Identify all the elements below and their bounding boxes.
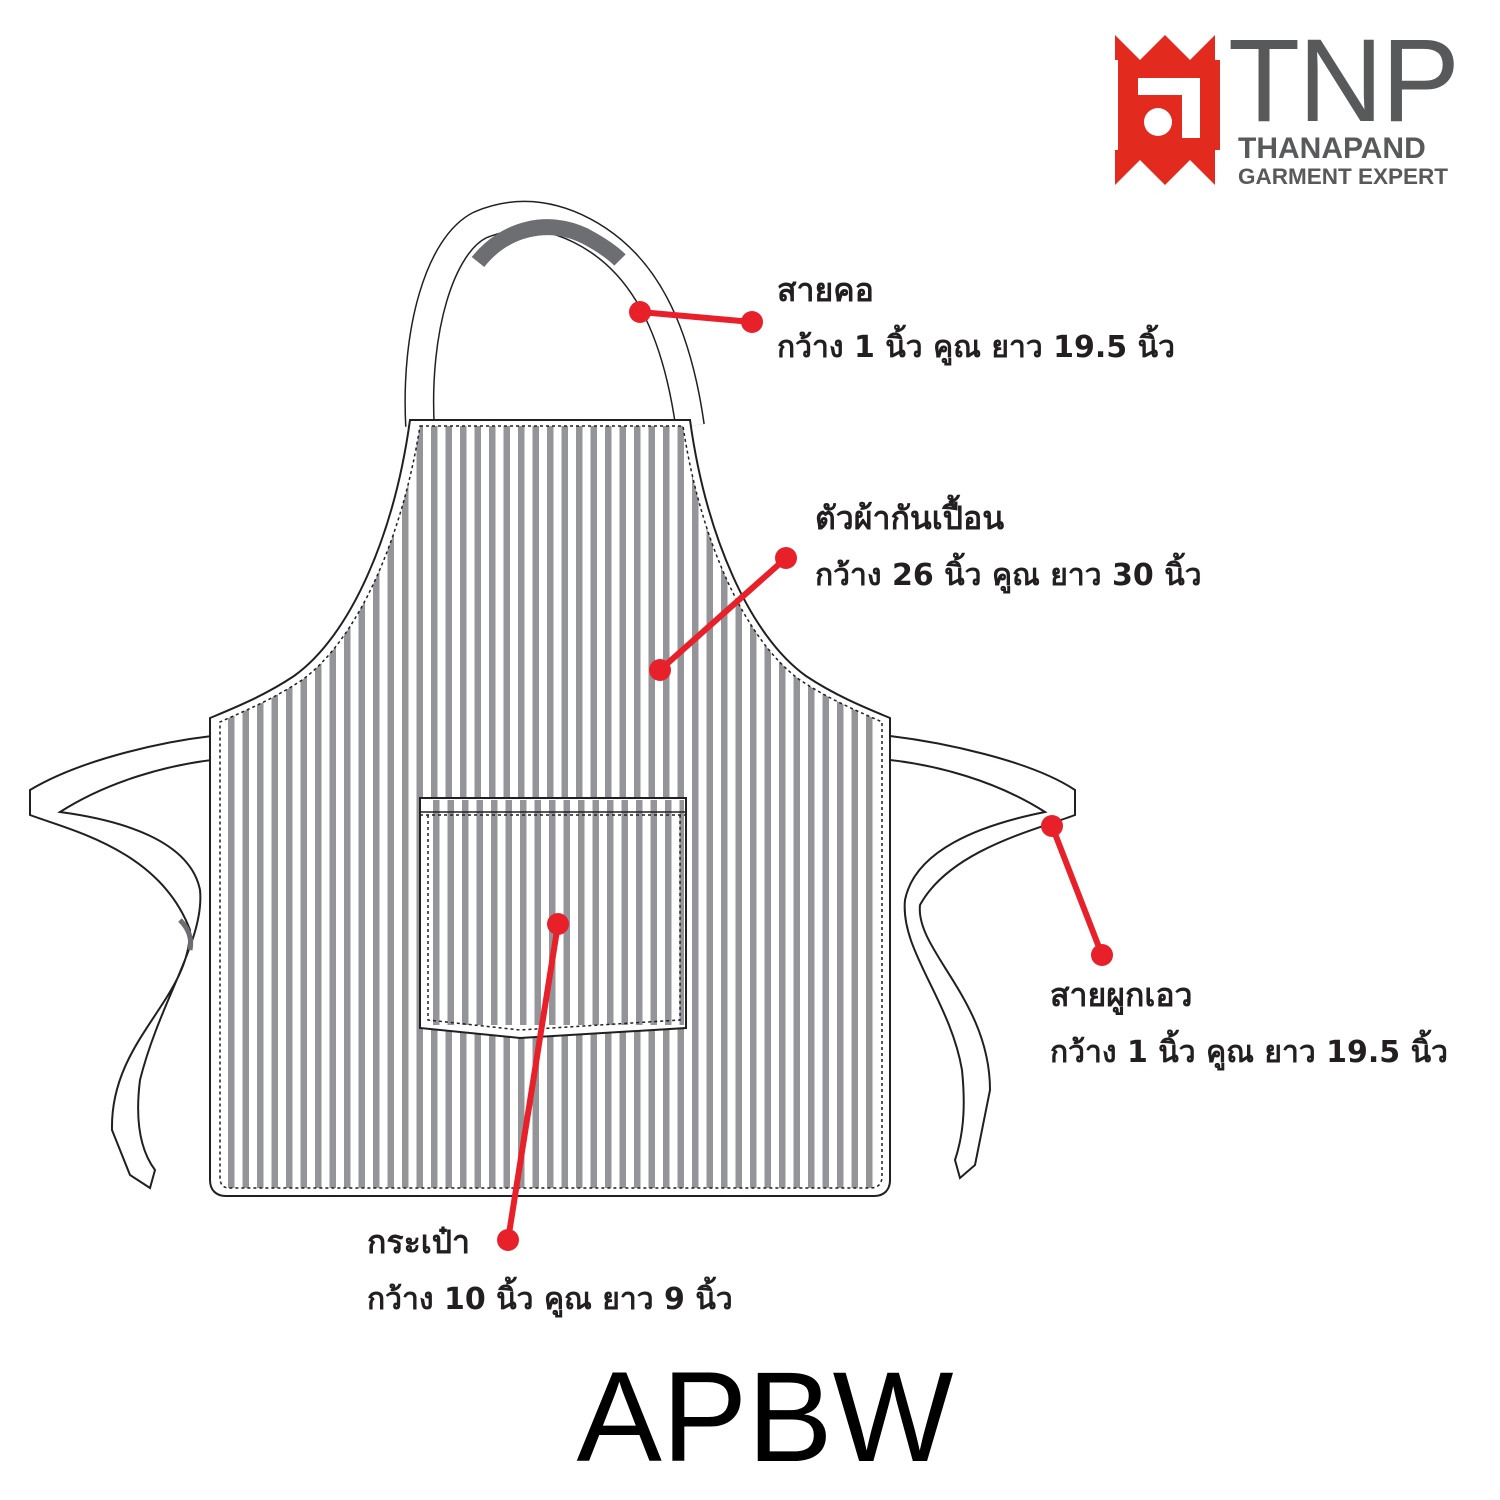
fabric-stripe: [373, 426, 380, 1188]
part-dimensions: กว้าง 26 นิ้ว คูณ ยาว 30 นิ้ว: [815, 558, 1202, 593]
fabric-stripe: [242, 426, 249, 1188]
fabric-stripe: [387, 426, 394, 1188]
fabric-stripe: [679, 800, 684, 1025]
part-name: กระเป๋า: [367, 1223, 470, 1261]
fabric-stripe: [779, 426, 786, 1188]
fabric-stripe: [721, 426, 728, 1188]
fabric-stripe: [549, 800, 556, 1025]
fabric-stripe: [650, 800, 657, 1025]
part-dimensions: กว้าง 1 นิ้ว คูณ ยาว 19.5 นิ้ว: [1050, 1035, 1448, 1070]
part-name: สายคอ: [777, 271, 874, 309]
fabric-stripe: [706, 426, 713, 1188]
label-waist-tie: สายผูกเอว กว้าง 1 นิ้ว คูณ ยาว 19.5 นิ้ว: [1050, 975, 1448, 1073]
fabric-stripe: [750, 426, 757, 1188]
fabric-stripe: [822, 426, 829, 1188]
fabric-stripe: [735, 426, 742, 1188]
fabric-stripe: [520, 800, 527, 1025]
fabric-stripe: [592, 800, 599, 1025]
part-dimensions: กว้าง 10 นิ้ว คูณ ยาว 9 นิ้ว: [367, 1282, 733, 1317]
model-code: APBW: [576, 1346, 954, 1489]
waist-tie-left-drawing: [29, 734, 213, 1190]
fabric-stripe: [433, 800, 440, 1025]
fabric-stripe: [476, 800, 483, 1025]
fabric-stripe: [491, 800, 498, 1025]
fabric-stripe: [793, 426, 800, 1188]
fabric-stripe: [402, 426, 409, 1188]
fabric-stripe: [665, 800, 672, 1025]
fabric-stripe: [636, 800, 643, 1025]
logo-line-2: GARMENT EXPERT: [1238, 164, 1449, 189]
fabric-stripe: [286, 426, 293, 1188]
fabric-stripe: [271, 426, 278, 1188]
waist-tie-right-drawing: [889, 734, 1076, 1180]
fabric-stripe: [851, 426, 858, 1188]
fabric-stripe: [692, 426, 699, 1188]
fabric-stripe: [329, 426, 336, 1188]
fabric-stripe: [808, 426, 815, 1188]
fabric-stripe: [764, 426, 771, 1188]
label-pocket: กระเป๋า กว้าง 10 นิ้ว คูณ ยาว 9 นิ้ว: [367, 1222, 733, 1320]
logo-line-1: THANAPAND: [1238, 132, 1426, 165]
part-name: ตัวผ้ากันเปื้อน: [815, 499, 1005, 537]
fabric-stripe: [315, 426, 322, 1188]
fabric-stripe: [344, 426, 351, 1188]
part-name: สายผูกเอว: [1050, 976, 1193, 1014]
fabric-stripe: [300, 426, 307, 1188]
tnp-logo-mark: [1115, 35, 1220, 185]
label-neck-strap: สายคอ กว้าง 1 นิ้ว คูณ ยาว 19.5 นิ้ว: [777, 270, 1175, 368]
fabric-stripe: [257, 426, 264, 1188]
fabric-stripe: [462, 800, 469, 1025]
fabric-stripe: [563, 800, 570, 1025]
callout-pocket: [497, 913, 569, 1251]
fabric-stripe: [866, 426, 873, 1188]
fabric-stripe: [505, 800, 512, 1025]
logo-brand: TNP: [1228, 15, 1460, 147]
fabric-stripe: [621, 800, 628, 1025]
fabric-stripe: [837, 426, 844, 1188]
fabric-stripe: [534, 800, 541, 1025]
callout-waist-tie: [1041, 815, 1113, 966]
callout-apron-body: [649, 547, 797, 681]
fabric-stripe: [228, 426, 235, 1188]
neck-strap-drawing: [404, 200, 705, 429]
fabric-stripe: [358, 426, 365, 1188]
callout-neck-strap: [629, 301, 763, 333]
label-apron-body: ตัวผ้ากันเปื้อน กว้าง 26 นิ้ว คูณ ยาว 30…: [815, 498, 1202, 596]
fabric-stripe: [607, 800, 614, 1025]
fabric-stripe: [578, 800, 585, 1025]
part-dimensions: กว้าง 1 นิ้ว คูณ ยาว 19.5 นิ้ว: [777, 330, 1175, 365]
fabric-stripe: [447, 800, 454, 1025]
